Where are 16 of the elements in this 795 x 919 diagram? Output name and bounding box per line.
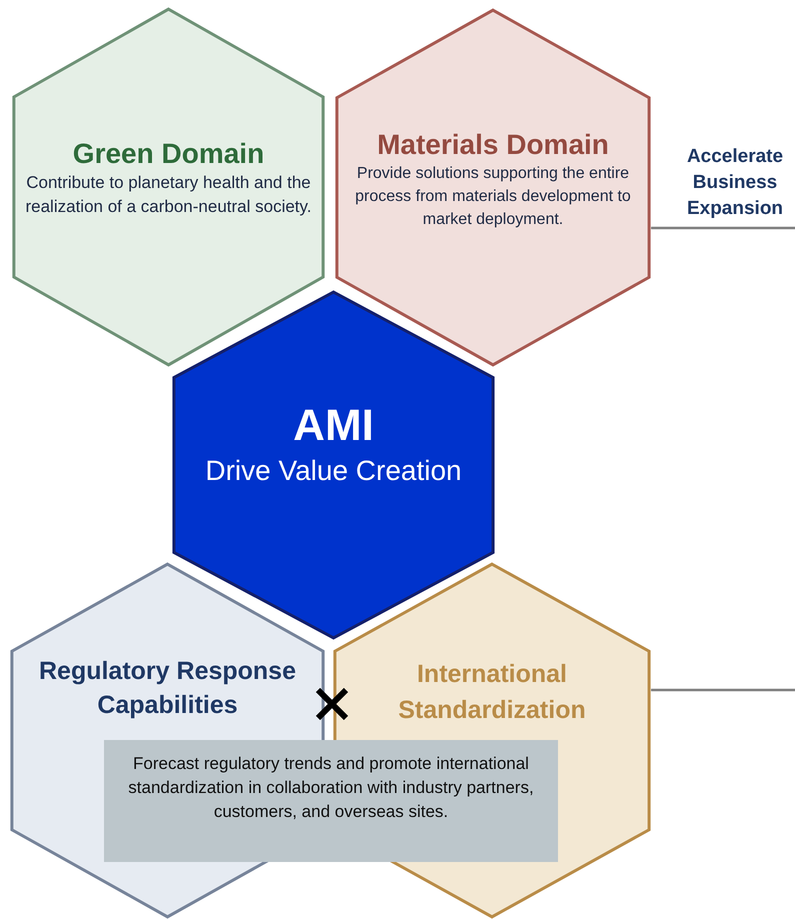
connector-line [651, 226, 795, 230]
hexagon-title: Materials Domain [377, 128, 609, 162]
description-text: Forecast regulatory trends and promote international standardization in collaboration with industry partners, customers, and overseas sites. [127, 753, 535, 823]
hexagon-text: Provide solutions supporting the entire process from materials development to market deployment. [354, 164, 632, 230]
hexagon [12, 7, 325, 367]
connector-line [651, 688, 795, 692]
hexagon-title: Regulatory Response Capabilities [38, 656, 297, 721]
side-heading: Accelerate Business Expansion [686, 145, 784, 221]
hexagon [335, 8, 651, 367]
text-box [104, 740, 558, 862]
hexagon [172, 290, 495, 640]
hexagon-title: AMI [293, 400, 374, 452]
hexagon-title: International Standardization [397, 659, 587, 726]
hexagon-text: Drive Value Creation [205, 454, 462, 488]
hexagon-title: Green Domain [72, 137, 264, 171]
hexagon-text: Contribute to planetary health and the realization of a carbon-neutral society. [24, 172, 312, 218]
